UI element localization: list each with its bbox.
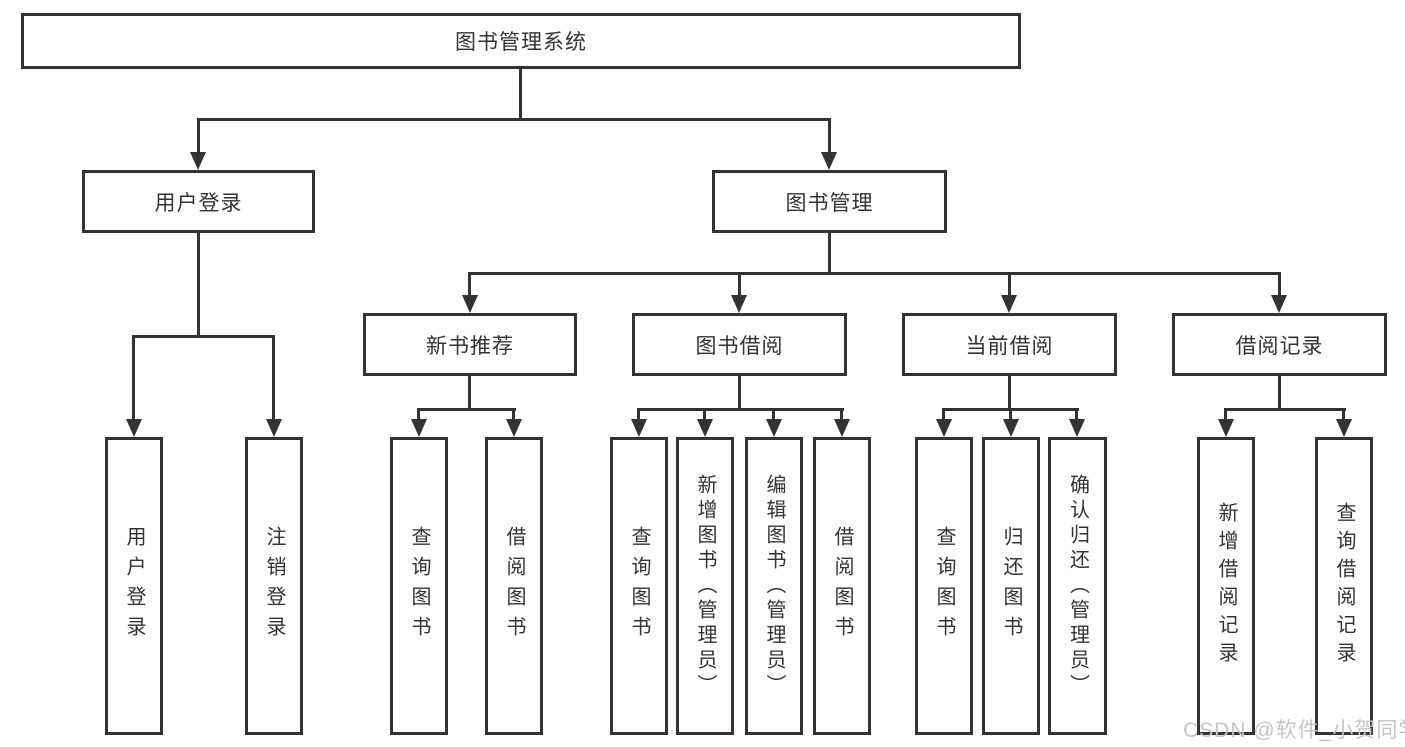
connector-line <box>197 118 200 154</box>
connector-line <box>637 408 640 421</box>
node-label: 归还图书 <box>1000 526 1022 646</box>
node-current-borrow: 当前借阅 <box>902 313 1117 376</box>
connector-line <box>1224 408 1346 411</box>
leaf-query-borrow-record: 查询借阅记录 <box>1315 437 1373 735</box>
node-new-book-recommend: 新书推荐 <box>363 313 577 376</box>
connector-line <box>1008 272 1011 297</box>
node-label: 编辑图书（管理员） <box>763 473 785 699</box>
connector-line <box>417 408 516 411</box>
node-label: 用户登录 <box>154 191 243 215</box>
leaf-user-login: 用户登录 <box>105 437 163 735</box>
connector-line <box>738 376 741 408</box>
arrowhead <box>834 419 850 437</box>
connector-line <box>468 376 471 408</box>
arrowhead <box>697 419 713 437</box>
arrowhead <box>1336 419 1352 437</box>
node-label: 图书管理系统 <box>455 31 587 54</box>
connector-line <box>468 272 471 297</box>
arrowhead <box>821 152 837 170</box>
arrowhead <box>190 152 206 170</box>
arrowhead <box>936 419 952 437</box>
connector-line <box>772 408 775 421</box>
arrowhead <box>126 419 142 437</box>
node-book-management: 图书管理 <box>712 170 947 233</box>
leaf-query-books-current: 查询图书 <box>915 437 973 735</box>
leaf-query-books-borrow: 查询图书 <box>610 437 668 735</box>
leaf-add-borrow-record: 新增借阅记录 <box>1197 437 1255 735</box>
connector-line <box>197 233 200 335</box>
arrowhead <box>1003 419 1019 437</box>
connector-line <box>132 335 135 419</box>
connector-line <box>1224 408 1227 421</box>
node-label: 图书借阅 <box>695 334 784 358</box>
leaf-query-books-recommend: 查询图书 <box>390 437 448 735</box>
leaf-edit-books-admin: 编辑图书（管理员） <box>745 437 803 735</box>
node-label: 借阅图书 <box>503 526 525 646</box>
node-label: 查询图书 <box>628 526 650 646</box>
leaf-logout: 注销登录 <box>245 437 303 735</box>
node-label: 用户登录 <box>123 526 145 646</box>
node-label: 查询借阅记录 <box>1333 502 1355 670</box>
leaf-add-books-admin: 新增图书（管理员） <box>676 437 734 735</box>
arrowhead <box>1271 295 1287 313</box>
connector-line <box>132 335 275 338</box>
connector-line <box>637 408 844 411</box>
connector-line <box>1009 408 1012 421</box>
connector-line <box>828 118 831 154</box>
node-borrow-records: 借阅记录 <box>1172 313 1387 376</box>
arrowhead <box>462 295 478 313</box>
connector-line <box>468 272 1281 275</box>
connector-line <box>1008 376 1011 408</box>
leaf-borrow-books: 借阅图书 <box>813 437 871 735</box>
connector-line <box>703 408 706 421</box>
connector-line <box>197 118 831 121</box>
connector-line <box>417 408 420 421</box>
node-label: 确认归还（管理员） <box>1066 473 1089 699</box>
node-label: 查询图书 <box>408 526 430 646</box>
connector-line <box>942 408 945 421</box>
arrowhead <box>411 419 427 437</box>
connector-line <box>1342 408 1345 421</box>
arrowhead <box>766 419 782 437</box>
connector-line <box>1075 408 1078 421</box>
node-user-login: 用户登录 <box>82 170 315 233</box>
node-label: 当前借阅 <box>965 334 1054 358</box>
connector-line <box>828 233 831 272</box>
node-library-management-system: 图书管理系统 <box>21 13 1021 69</box>
arrowhead <box>1218 419 1234 437</box>
connector-line <box>738 272 741 297</box>
leaf-return-books: 归还图书 <box>982 437 1040 735</box>
connector-line <box>272 335 275 419</box>
connector-line <box>519 69 522 118</box>
node-label: 新增借阅记录 <box>1215 502 1237 670</box>
connector-line <box>840 408 843 421</box>
node-label: 查询图书 <box>933 526 955 646</box>
arrowhead <box>266 419 282 437</box>
leaf-confirm-return-admin: 确认归还（管理员） <box>1048 437 1107 735</box>
node-label: 注销登录 <box>263 526 285 646</box>
node-label: 借阅图书 <box>831 526 853 646</box>
connector-line <box>512 408 515 421</box>
csdn-watermark: CSDN @软件_小贺同学 <box>1183 719 1405 742</box>
leaf-borrow-books-recommend: 借阅图书 <box>485 437 543 735</box>
node-label: 借阅记录 <box>1235 334 1324 358</box>
arrowhead <box>631 419 647 437</box>
node-book-borrow: 图书借阅 <box>632 313 847 376</box>
arrowhead <box>731 295 747 313</box>
node-label: 新书推荐 <box>426 334 514 358</box>
arrowhead <box>506 419 522 437</box>
arrowhead <box>1001 295 1017 313</box>
arrowhead <box>1069 419 1085 437</box>
node-label: 图书管理 <box>785 191 874 215</box>
connector-line <box>1278 272 1281 297</box>
connector-line <box>1278 376 1281 408</box>
node-label: 新增图书（管理员） <box>694 473 716 699</box>
